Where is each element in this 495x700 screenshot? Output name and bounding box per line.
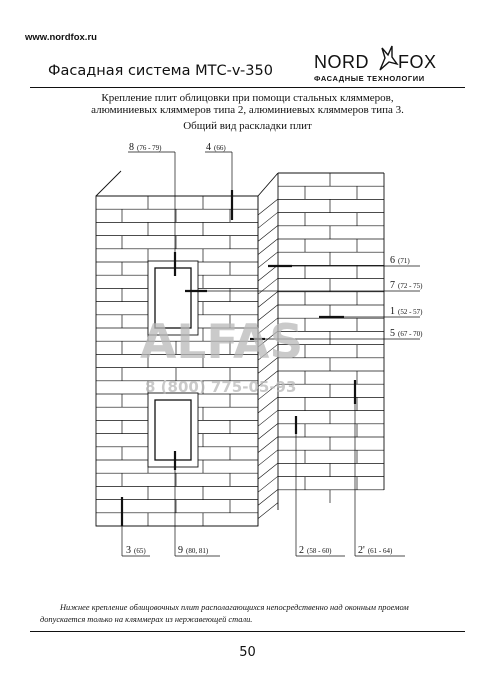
description-line-2: алюминиевых кляммеров типа 2, алюминиевы… — [91, 104, 404, 116]
callout-7: 7(72 - 75) — [390, 280, 423, 291]
callout-1: 1(52 - 57) — [390, 306, 423, 317]
nordfox-logo: NORD FOX ФАСАДНЫЕ ТЕХНОЛОГИИ — [312, 44, 442, 86]
corner-return-joint — [257, 370, 279, 387]
footnote: Нижнее крепление облицовочных плит распо… — [40, 602, 470, 626]
corner-return-joint — [257, 304, 279, 321]
corner-return-joint — [257, 436, 279, 453]
corner-return-joint — [257, 383, 279, 401]
footnote-line-2: допускается только на кляммерах из нержа… — [40, 615, 253, 624]
corner-return-joint — [257, 291, 279, 308]
callout-leaders — [121, 151, 420, 557]
footer-divider — [30, 631, 465, 632]
corner-return-joint — [257, 277, 279, 295]
logo-word-fox: FOX — [398, 52, 437, 72]
watermark-phone: 8 (800) 775-05-93 — [145, 378, 296, 396]
callout-4: 4(66) — [206, 142, 226, 153]
footnote-line-1: Нижнее крепление облицовочных плит распо… — [60, 603, 409, 612]
corner-return-joint — [257, 225, 279, 242]
corner-return-joint — [257, 475, 279, 493]
right-wall — [257, 173, 384, 526]
website-url: www.nordfox.ru — [25, 32, 97, 43]
callout-9: 9(80, 81) — [178, 545, 209, 556]
callout-5: 5(67 - 70) — [390, 328, 423, 339]
logo-subtitle: ФАСАДНЫЕ ТЕХНОЛОГИИ — [314, 74, 425, 83]
corner-return-joint — [257, 502, 279, 519]
corner-return-joint — [257, 449, 279, 467]
window-upper — [147, 260, 199, 336]
fox-icon — [379, 45, 399, 71]
corner-return-joint — [257, 423, 279, 440]
page-number: 50 — [239, 645, 256, 660]
corner-return-joint — [257, 343, 279, 361]
corner-return-joint — [257, 357, 279, 374]
description-line-1: Крепление плит облицовки при помощи стал… — [101, 92, 394, 104]
corner-return-joint — [257, 317, 279, 335]
callout-8: 8(76 - 79) — [129, 142, 162, 153]
corner-return-joint — [257, 198, 279, 216]
description-line-3: Общий вид раскладки плит — [183, 120, 312, 132]
corner-return-joint — [257, 251, 279, 269]
corner-return-joint — [257, 409, 279, 427]
corner-return-joint — [257, 264, 279, 282]
corner-return-joint — [257, 462, 279, 480]
corner-return-joint — [257, 396, 279, 414]
watermark-brand: ALFAS — [140, 315, 303, 370]
page-title: Фасадная система МТС-v-350 — [48, 63, 273, 79]
window-lower — [147, 392, 199, 468]
corner-return-joint — [257, 489, 279, 506]
logo-word-nord: NORD — [314, 52, 369, 72]
callout-3: 3(65) — [126, 545, 146, 556]
header-divider — [30, 87, 465, 88]
corner-return-joint — [257, 238, 279, 255]
callout-6: 6(71) — [390, 255, 410, 266]
callout-2-prime: 2'(61 - 64) — [358, 545, 393, 556]
callout-2: 2(58 - 60) — [299, 545, 332, 556]
corner-return-joint — [257, 211, 279, 229]
